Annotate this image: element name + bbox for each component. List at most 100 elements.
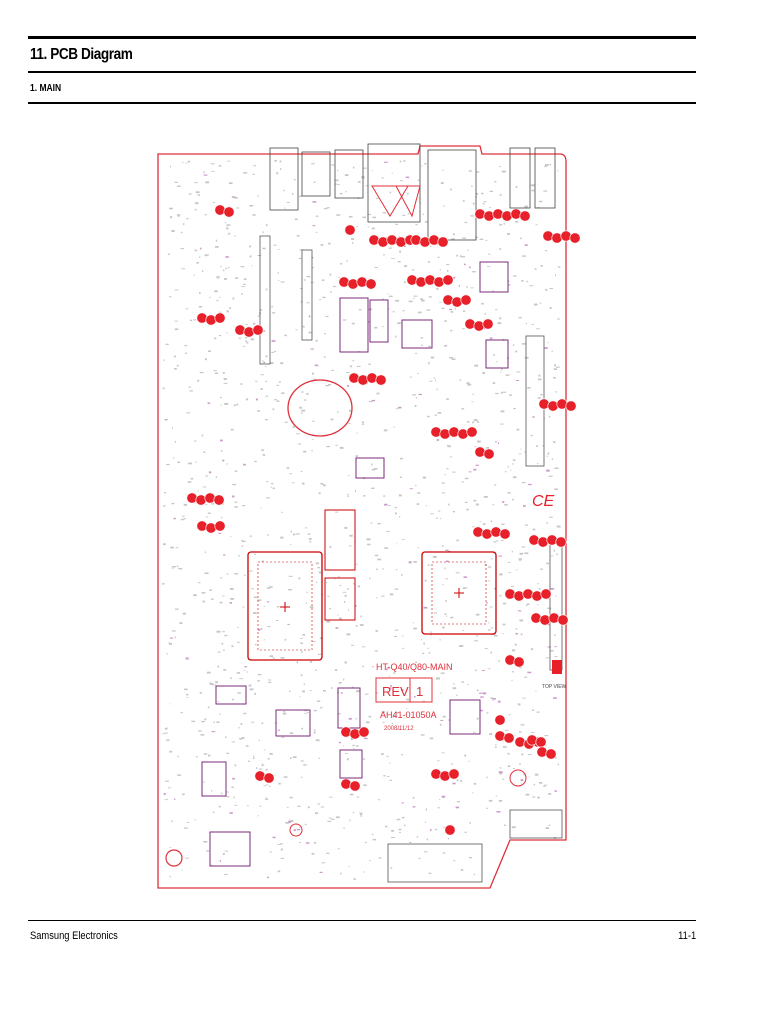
trace-dot: [550, 588, 555, 590]
trace-dot: [538, 588, 541, 590]
trace-dot: [231, 645, 234, 648]
trace-dot: [348, 717, 352, 720]
trace-dot: [546, 494, 548, 496]
trace-dot: [395, 335, 397, 338]
trace-dot: [330, 687, 333, 689]
trace-dot: [437, 806, 440, 809]
trace-dot: [250, 338, 255, 341]
trace-dot: [195, 461, 197, 463]
trace-dot: [326, 446, 330, 448]
trace-dot: [276, 172, 279, 175]
trace-dot: [272, 312, 276, 314]
trace-dot: [436, 288, 439, 290]
trace-dot: [522, 255, 526, 257]
trace-dot: [446, 560, 449, 563]
trace-dot: [398, 828, 402, 831]
trace-dot: [327, 595, 330, 597]
trace-dot: [515, 632, 518, 635]
capacitor: [347, 278, 359, 290]
trace-dot: [383, 254, 385, 256]
trace-dot: [294, 218, 298, 221]
trace-dot: [481, 303, 484, 305]
main-soc-ic: [247, 551, 323, 661]
trace-dot: [281, 511, 283, 513]
trace-dot: [512, 649, 516, 652]
trace-dot: [169, 875, 171, 878]
capacitor: [205, 522, 217, 534]
ce-logo: CE: [532, 493, 555, 510]
trace-dot: [220, 792, 223, 795]
trace-dot: [430, 356, 435, 359]
trace-dot: [534, 773, 539, 776]
trace-dot: [353, 583, 355, 585]
trace-dot: [371, 399, 376, 402]
trace-dot: [469, 266, 471, 269]
trace-dot: [204, 254, 208, 257]
trace-dot: [362, 646, 366, 648]
trace-dot: [398, 494, 402, 497]
trace-dot: [479, 521, 481, 523]
trace-dot: [422, 652, 425, 655]
trace-dot: [453, 860, 456, 862]
trace-dot: [364, 737, 368, 740]
trace-dot: [520, 724, 525, 726]
trace-dot: [388, 675, 390, 677]
trace-dot: [351, 644, 354, 646]
capacitor: [419, 236, 431, 248]
trace-dot: [452, 471, 456, 473]
header-middle-rule: [28, 71, 696, 73]
trace-dot: [311, 450, 313, 452]
trace-dot: [540, 394, 543, 396]
trace-dot: [437, 510, 441, 512]
trace-dot: [289, 796, 293, 799]
trace-dot: [495, 744, 497, 746]
capacitor: [548, 612, 560, 624]
trace-dot: [501, 368, 503, 371]
trace-dot: [204, 551, 206, 554]
trace-dot: [467, 383, 472, 386]
capacitor: [442, 294, 454, 306]
trace-dot: [220, 517, 223, 519]
trace-dot: [489, 190, 493, 192]
trace-dot: [399, 476, 402, 478]
trace-dot: [278, 381, 281, 383]
trace-dot: [548, 415, 551, 418]
trace-dot: [439, 518, 442, 520]
capacitor: [433, 276, 445, 288]
trace-dot: [356, 226, 359, 228]
capacitor: [546, 534, 558, 546]
trace-dot: [421, 299, 425, 302]
trace-dot: [262, 360, 264, 362]
capacitor: [473, 320, 485, 332]
capacitor: [439, 428, 451, 440]
trace-dot: [513, 408, 516, 410]
trace-dot: [171, 820, 173, 822]
trace-dot: [185, 857, 189, 859]
trace-dot: [234, 506, 238, 508]
trace-dot: [511, 550, 513, 553]
trace-dot: [363, 167, 367, 169]
trace-dot: [395, 408, 399, 410]
trace-dot: [473, 499, 477, 502]
trace-dot: [521, 280, 524, 282]
trace-dot: [168, 642, 170, 644]
trace-dot: [260, 388, 263, 390]
trace-dot: [342, 591, 347, 593]
trace-dot: [194, 202, 199, 205]
trace-dot: [329, 546, 332, 548]
trace-dot: [256, 767, 258, 770]
trace-dot: [350, 737, 354, 740]
trace-dot: [254, 553, 257, 555]
trace-dot: [524, 552, 529, 555]
trace-dot: [258, 628, 261, 631]
trace-dot: [382, 326, 384, 328]
trace-dot: [498, 771, 503, 774]
trace-dot: [205, 504, 208, 505]
trace-dot: [517, 703, 521, 706]
trace-dot: [486, 447, 489, 449]
trace-dot: [441, 482, 445, 484]
trace-dot: [262, 231, 264, 234]
trace-dot: [502, 391, 507, 393]
trace-dot: [554, 756, 557, 759]
trace-dot: [337, 713, 341, 715]
